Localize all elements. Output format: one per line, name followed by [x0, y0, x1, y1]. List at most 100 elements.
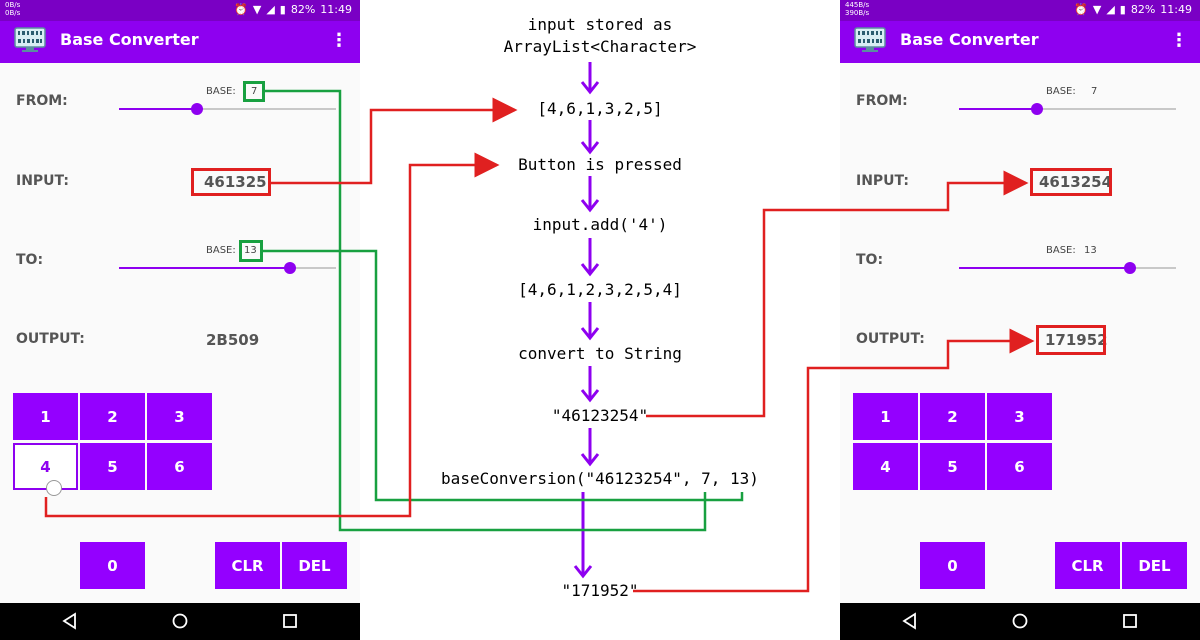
- to-base-highlight: [239, 240, 263, 262]
- overflow-menu-icon[interactable]: ⋮: [1170, 30, 1188, 50]
- key-4-pressed[interactable]: 4: [13, 443, 78, 490]
- home-icon[interactable]: [170, 611, 190, 631]
- to-slider-thumb[interactable]: [284, 262, 297, 274]
- clock: 11:49: [1160, 3, 1192, 16]
- flow-step-base-conversion: baseConversion("46123254", 7, 13): [441, 469, 759, 488]
- to-slider-thumb[interactable]: [1124, 262, 1137, 274]
- flow-step-convert-string: convert to String: [518, 344, 682, 363]
- app-bar: Base Converter ⋮: [840, 21, 1200, 63]
- to-base-slider[interactable]: [119, 262, 336, 274]
- battery-percent: 82%: [1130, 3, 1156, 16]
- binary-monitor-icon: [854, 27, 886, 52]
- binary-monitor-icon: [14, 27, 46, 52]
- phone-before: 0B/s 0B/s ⏰ ▼ ◢ ▮ 82% 11:49 Base Convert…: [0, 0, 360, 640]
- flow-step-arraylist-type: ArrayList<Character>: [503, 37, 697, 56]
- to-base-label: BASE:: [1046, 245, 1076, 256]
- key-0[interactable]: 0: [920, 542, 985, 589]
- flow-diagram: input stored as ArrayList<Character> [4,…: [360, 0, 840, 640]
- cell-signal-icon: ◢: [266, 3, 275, 16]
- key-3[interactable]: 3: [987, 393, 1052, 440]
- input-label: INPUT:: [16, 173, 69, 189]
- from-base-slider[interactable]: [119, 103, 336, 115]
- alarm-icon: ⏰: [1074, 3, 1088, 16]
- key-3[interactable]: 3: [147, 393, 212, 440]
- recents-icon[interactable]: [280, 611, 300, 631]
- from-slider-thumb[interactable]: [1031, 103, 1044, 115]
- key-2[interactable]: 2: [920, 393, 985, 440]
- wifi-icon: ▼: [1092, 3, 1102, 16]
- new-input-highlight: [1030, 168, 1112, 196]
- from-base-label: BASE:: [1046, 86, 1076, 97]
- flow-step-input-add: input.add('4'): [532, 215, 668, 234]
- from-slider-fill: [959, 108, 1038, 110]
- output-label: OUTPUT:: [16, 331, 85, 347]
- cell-signal-icon: ◢: [1106, 3, 1115, 16]
- wifi-icon: ▼: [252, 3, 262, 16]
- output-value: 2B509: [206, 331, 260, 349]
- to-base-value: 13: [1084, 245, 1097, 256]
- battery-percent: 82%: [290, 3, 316, 16]
- flow-step-input-stored: input stored as: [527, 15, 673, 34]
- touch-indicator: [46, 480, 62, 496]
- flow-step-initial-list: [4,6,1,3,2,5]: [537, 99, 663, 118]
- alarm-icon: ⏰: [234, 3, 248, 16]
- to-slider-fill: [119, 267, 291, 269]
- input-value: 4613254: [1039, 173, 1113, 191]
- delete-button[interactable]: DEL: [1122, 542, 1187, 589]
- clear-button[interactable]: CLR: [1055, 542, 1120, 589]
- from-base-label: BASE:: [206, 86, 236, 97]
- from-base-slider[interactable]: [959, 103, 1176, 115]
- flow-step-result: "171952": [561, 581, 639, 600]
- back-icon[interactable]: [900, 611, 920, 631]
- from-base-value: 7: [251, 86, 258, 97]
- from-slider-thumb[interactable]: [191, 103, 204, 115]
- home-icon[interactable]: [1010, 611, 1030, 631]
- net-up: 0B/s: [5, 1, 21, 9]
- input-value-highlight: [191, 168, 271, 196]
- net-down: 0B/s: [5, 9, 21, 17]
- key-6[interactable]: 6: [987, 443, 1052, 490]
- key-0[interactable]: 0: [80, 542, 145, 589]
- android-nav-bar: [840, 603, 1200, 640]
- recents-icon[interactable]: [1120, 611, 1140, 631]
- new-output-highlight: [1036, 325, 1106, 355]
- key-2[interactable]: 2: [80, 393, 145, 440]
- overflow-menu-icon[interactable]: ⋮: [330, 30, 348, 50]
- status-icons: ⏰ ▼ ◢ ▮ 82% 11:49: [1074, 3, 1192, 17]
- to-label: TO:: [856, 252, 884, 268]
- key-6[interactable]: 6: [147, 443, 212, 490]
- delete-button[interactable]: DEL: [282, 542, 347, 589]
- key-1[interactable]: 1: [853, 393, 918, 440]
- flow-step-button-pressed: Button is pressed: [518, 155, 682, 174]
- net-up: 445B/s: [845, 1, 870, 9]
- input-label: INPUT:: [856, 173, 909, 189]
- flow-step-string-value: "46123254": [551, 406, 649, 425]
- phone-after: 445B/s 390B/s ⏰ ▼ ◢ ▮ 82% 11:49 Base Con…: [840, 0, 1200, 640]
- key-4[interactable]: 4: [853, 443, 918, 490]
- clock: 11:49: [320, 3, 352, 16]
- output-value: 171952: [1045, 331, 1108, 349]
- status-bar: 0B/s 0B/s ⏰ ▼ ◢ ▮ 82% 11:49: [0, 0, 360, 21]
- app-title: Base Converter: [900, 30, 1039, 49]
- key-1[interactable]: 1: [13, 393, 78, 440]
- output-label: OUTPUT:: [856, 331, 925, 347]
- from-slider-fill: [119, 108, 198, 110]
- android-nav-bar: [0, 603, 360, 640]
- to-base-slider[interactable]: [959, 262, 1176, 274]
- network-speed: 0B/s 0B/s: [5, 1, 20, 17]
- battery-icon: ▮: [279, 3, 286, 16]
- clear-button[interactable]: CLR: [215, 542, 280, 589]
- network-speed: 445B/s 390B/s: [845, 1, 869, 17]
- back-icon[interactable]: [60, 611, 80, 631]
- to-base-label: BASE:: [206, 245, 236, 256]
- from-label: FROM:: [856, 93, 908, 109]
- key-5[interactable]: 5: [80, 443, 145, 490]
- to-label: TO:: [16, 252, 44, 268]
- from-base-value: 7: [1091, 86, 1098, 97]
- battery-icon: ▮: [1119, 3, 1126, 16]
- key-5[interactable]: 5: [920, 443, 985, 490]
- net-down: 390B/s: [845, 9, 870, 17]
- to-slider-fill: [959, 267, 1131, 269]
- from-label: FROM:: [16, 93, 68, 109]
- app-title: Base Converter: [60, 30, 199, 49]
